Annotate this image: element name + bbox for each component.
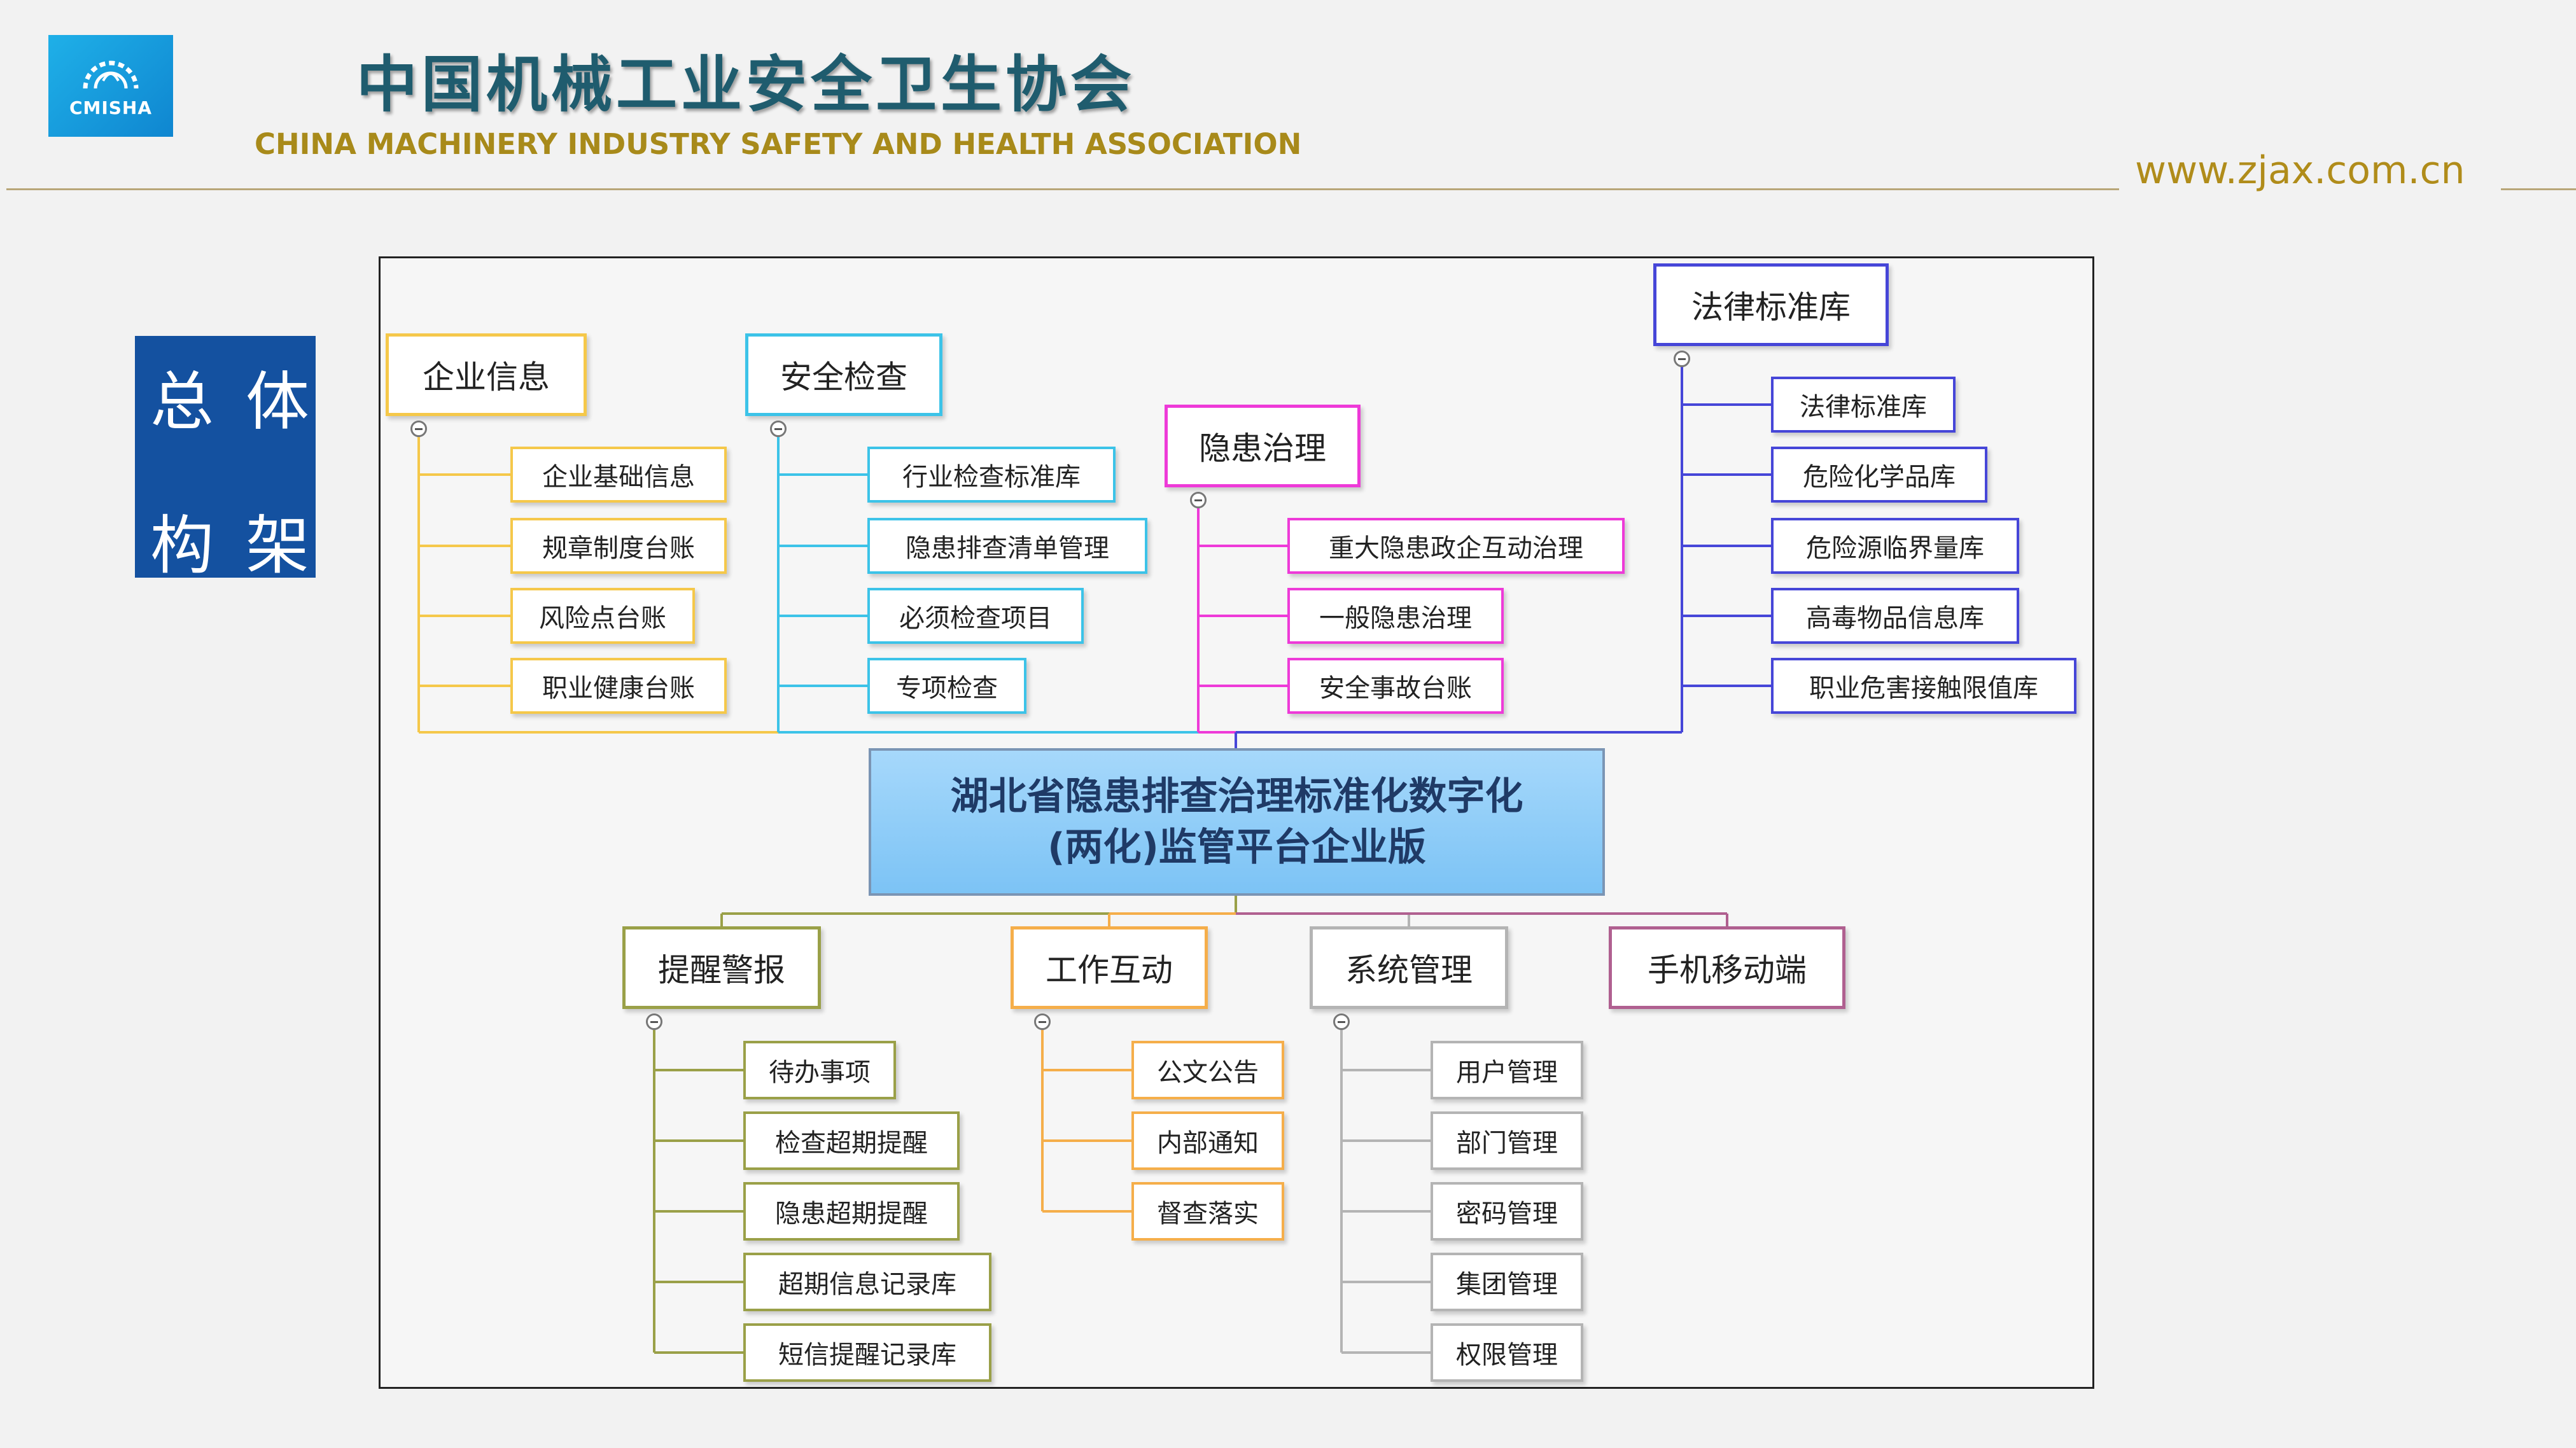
leaf-node[interactable]: 待办事项	[743, 1041, 896, 1099]
leaf-node[interactable]: 专项检查	[867, 658, 1026, 714]
collapse-toggle-icon[interactable]	[410, 421, 427, 437]
leaf-node[interactable]: 行业检查标准库	[867, 447, 1116, 503]
leaf-node[interactable]: 必须检查项目	[867, 588, 1084, 644]
leaf-node[interactable]: 职业危害接触限值库	[1771, 658, 2076, 714]
leaf-node[interactable]: 隐患超期提醒	[743, 1182, 960, 1241]
leaf-node[interactable]: 法律标准库	[1771, 377, 1956, 433]
root-node[interactable]: 湖北省隐患排查治理标准化数字化 (两化)监管平台企业版	[869, 748, 1605, 896]
leaf-node[interactable]: 高毒物品信息库	[1771, 588, 2019, 644]
branch-2[interactable]: 安全检查	[745, 333, 942, 416]
branch-6[interactable]: 工作互动	[1011, 926, 1208, 1009]
leaf-node[interactable]: 督查落实	[1131, 1182, 1284, 1241]
overall-architecture-label: 总体 构架	[135, 336, 316, 583]
leaf-node[interactable]: 职业健康台账	[510, 658, 727, 714]
association-title-cn: 中国机械工业安全卫生协会	[356, 49, 1135, 120]
leaf-node[interactable]: 部门管理	[1431, 1111, 1583, 1170]
side-label-line1: 总体	[150, 365, 341, 439]
branch-5[interactable]: 提醒警报	[622, 926, 821, 1009]
gear-icon	[83, 60, 139, 89]
leaf-node[interactable]: 隐患排查清单管理	[867, 518, 1147, 574]
side-label-line2: 构架	[150, 508, 341, 583]
branch-4[interactable]: 法律标准库	[1653, 263, 1889, 346]
collapse-toggle-icon[interactable]	[1333, 1013, 1350, 1030]
collapse-toggle-icon[interactable]	[1190, 492, 1207, 508]
branch-7[interactable]: 系统管理	[1310, 926, 1508, 1009]
header-divider-left	[6, 188, 2119, 190]
leaf-node[interactable]: 风险点台账	[510, 588, 695, 644]
branch-8[interactable]: 手机移动端	[1609, 926, 1845, 1009]
leaf-node[interactable]: 内部通知	[1131, 1111, 1284, 1170]
leaf-node[interactable]: 集团管理	[1431, 1253, 1583, 1311]
leaf-node[interactable]: 超期信息记录库	[743, 1253, 991, 1311]
architecture-diagram: 湖北省隐患排查治理标准化数字化 (两化)监管平台企业版 企业信息企业基础信息规章制度…	[379, 256, 2094, 1389]
root-node-line2: (两化)监管平台企业版	[1047, 825, 1426, 870]
website-url[interactable]: www.zjax.com.cn	[2135, 148, 2465, 193]
leaf-node[interactable]: 一般隐患治理	[1287, 588, 1504, 644]
leaf-node[interactable]: 危险源临界量库	[1771, 518, 2019, 574]
leaf-node[interactable]: 安全事故台账	[1287, 658, 1504, 714]
leaf-node[interactable]: 密码管理	[1431, 1182, 1583, 1241]
header-divider-right	[2501, 188, 2576, 190]
leaf-node[interactable]: 权限管理	[1431, 1323, 1583, 1382]
association-title-en: CHINA MACHINERY INDUSTRY SAFETY AND HEAL…	[255, 127, 1302, 161]
leaf-node[interactable]: 用户管理	[1431, 1041, 1583, 1099]
leaf-node[interactable]: 检查超期提醒	[743, 1111, 960, 1170]
branch-3[interactable]: 隐患治理	[1165, 405, 1361, 487]
leaf-node[interactable]: 危险化学品库	[1771, 447, 1987, 503]
leaf-node[interactable]: 企业基础信息	[510, 447, 727, 503]
branch-1[interactable]: 企业信息	[386, 333, 587, 416]
collapse-toggle-icon[interactable]	[1674, 351, 1690, 367]
logo-text: CMISHA	[69, 97, 153, 118]
leaf-node[interactable]: 短信提醒记录库	[743, 1323, 991, 1382]
cmisha-logo: CMISHA	[48, 35, 173, 137]
root-node-line1: 湖北省隐患排查治理标准化数字化	[950, 774, 1523, 819]
collapse-toggle-icon[interactable]	[770, 421, 787, 437]
leaf-node[interactable]: 公文公告	[1131, 1041, 1284, 1099]
leaf-node[interactable]: 重大隐患政企互动治理	[1287, 518, 1625, 574]
collapse-toggle-icon[interactable]	[1034, 1013, 1051, 1030]
connector-layer	[417, 367, 1771, 1354]
collapse-toggle-icon[interactable]	[646, 1013, 662, 1030]
leaf-node[interactable]: 规章制度台账	[510, 518, 727, 574]
